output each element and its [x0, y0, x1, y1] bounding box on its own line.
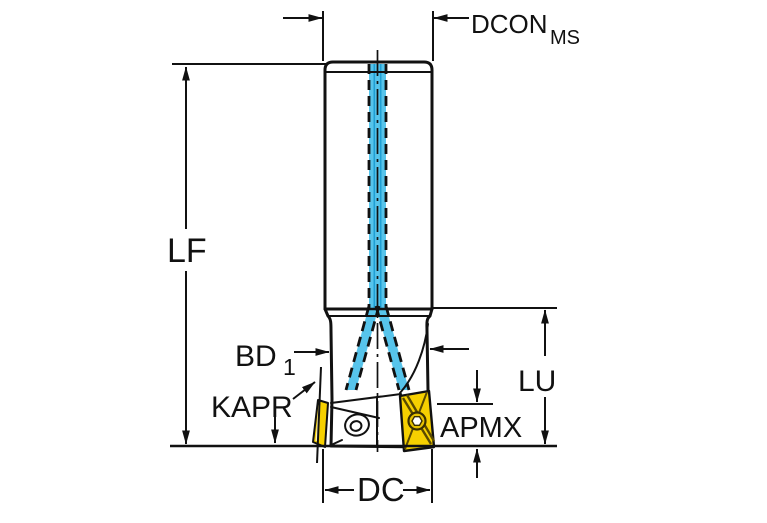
coolant-branch-edge [384, 305, 411, 391]
dimension-lu: LU [432, 307, 557, 445]
apmx-label: APMX [440, 412, 522, 444]
dimension-dc: DC [322, 449, 433, 508]
pocket-screw-outer [344, 413, 370, 437]
pocket-screw-inner [349, 420, 363, 432]
dc-label: DC [357, 471, 405, 508]
insert-left-body [312, 399, 329, 448]
dimension-kapr: KAPR [211, 366, 322, 464]
flute-curve [399, 323, 429, 394]
coolant-branch-edge [344, 305, 371, 391]
dimension-bd1: BD 1 [235, 340, 469, 380]
head-face-top-line [330, 393, 402, 404]
insert-left [312, 399, 329, 448]
bd1-label: BD [235, 340, 277, 373]
lu-label: LU [518, 365, 556, 398]
dimension-apmx: APMX [437, 370, 522, 478]
lf-label: LF [167, 232, 207, 270]
dimension-dcon: DCON MS [283, 9, 580, 61]
insert-pocket-line [330, 406, 380, 419]
kapr-leader-arrow [292, 381, 316, 400]
body-detail-lines [323, 71, 434, 447]
bd1-label-subscript: 1 [283, 354, 296, 380]
dimension-lf: LF [167, 63, 327, 445]
kapr-edge-extension-line [316, 366, 322, 464]
dcon-label-subscript: MS [550, 27, 580, 49]
kapr-label: KAPR [211, 391, 293, 424]
coolant-branch-edge [374, 305, 401, 391]
insert-right [398, 389, 436, 453]
coolant-branch-edge [354, 305, 381, 391]
coolant-branch-left [346, 306, 379, 390]
coolant-branch-right [376, 306, 409, 390]
insert-screw-socket [411, 416, 423, 426]
dcon-label: DCON [471, 9, 548, 39]
